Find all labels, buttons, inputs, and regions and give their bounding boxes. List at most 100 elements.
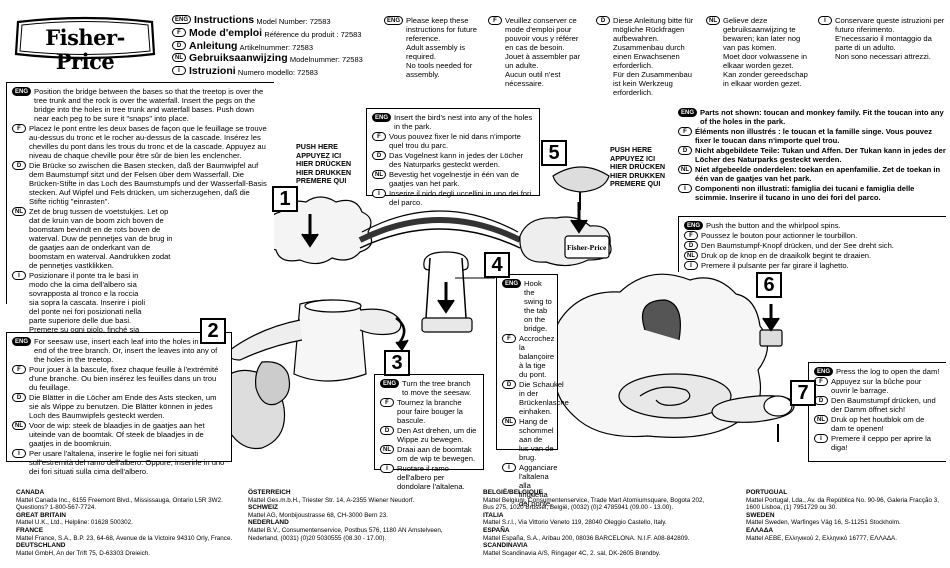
push-label: PUSH HERE (296, 142, 338, 151)
lang-badge: NL (12, 421, 26, 430)
lang-badge: NL (678, 165, 692, 174)
address-text: Mattel Ges.m.b.H., Triester Str. 14, A-2… (248, 496, 415, 504)
toy-logo-label: Fisher-Price (567, 243, 607, 252)
lang-badge: I (380, 464, 394, 473)
address-text: Mattel S.r.l., Via Vittorio Veneto 119, … (483, 519, 667, 527)
title-sub: Model Number: 72583 (256, 17, 331, 26)
lang-badge: I (372, 189, 386, 198)
lang-badge: F (380, 398, 394, 407)
step-7-text: Press the log to open the dam! (836, 367, 940, 376)
lang-badge: F (172, 27, 186, 37)
address-text: Mattel France, S.A., B.P. 23, 64-68, Ave… (16, 534, 233, 542)
lang-badge: D (502, 380, 516, 389)
lang-badge: NL (684, 251, 698, 260)
step-4-text: Hang de schommel aan de lus van de brug. (519, 417, 554, 462)
lang-badge: D (678, 146, 692, 155)
lang-badge: F (12, 124, 26, 133)
lang-badge: D (12, 393, 26, 402)
lang-badge: NL (12, 207, 26, 216)
address-country: BELGIË/BELGIQUE (483, 489, 543, 496)
lang-badge: I (814, 434, 828, 443)
lang-badge: I (12, 449, 26, 458)
address-country: DEUTSCHLAND (16, 542, 66, 550)
lang-badge: NL (502, 417, 516, 426)
address-country: NEDERLAND (248, 519, 289, 527)
address-text: Mattel B.V., Consumentenservice, Postbus… (248, 526, 443, 542)
step-2-text: Die Blätter in die Löcher am Ende des As… (29, 393, 217, 420)
push-label: HIER DRÜCKEN (296, 159, 352, 169)
title-sub: Modelnummer: 72583 (289, 55, 363, 65)
step-4-number: 4 (484, 252, 510, 278)
address-text: Mattel Portugal, Lda., Av. da República … (746, 496, 939, 512)
lang-badge: F (502, 334, 516, 343)
parts-text: Parts not shown: toucan and monkey famil… (700, 108, 944, 126)
parts-text: Éléments non illustrés : le toucan et la… (695, 127, 933, 145)
step-4-text: Die Schaukel in der Brückenlasche einhak… (519, 380, 569, 416)
step-6-text: Druk op de knop en de draaikolk begint t… (701, 251, 872, 260)
push-label: HIER DRÜCKEN (610, 162, 666, 172)
logo-shape (14, 16, 156, 60)
step-5-text: Inserire il nido degli uccellini in uno … (389, 189, 532, 207)
lang-badge: F (684, 231, 698, 240)
address-country: ÖSTERREICH (248, 489, 291, 496)
title-sub: Numero modello: 72583 (237, 68, 318, 77)
step-2-number: 2 (200, 318, 226, 344)
lang-badge: D (172, 40, 186, 50)
lang-badge: I (172, 66, 186, 75)
lang-badge: ENG (384, 16, 404, 25)
address-text: Mattel GmbH, An der Trift 75, D-63303 Dr… (16, 549, 151, 557)
lang-badge: ENG (12, 337, 32, 346)
lang-badge: D (380, 426, 394, 435)
lang-badge: D (12, 161, 26, 170)
parts-text: Niet afgebeelde onderdelen: toekan en ap… (695, 165, 941, 183)
lang-badge: I (818, 16, 832, 25)
step-5-text: Das Vogelnest kann in jedes der Löcher d… (389, 151, 524, 169)
lang-badge: I (502, 463, 516, 472)
step-7-text: Premere il ceppo per aprire la diga! (831, 434, 932, 452)
address-country: FRANCE (16, 526, 44, 534)
step-6-number: 6 (756, 272, 782, 298)
lang-badge: NL (172, 53, 186, 63)
note-text: Gelieve deze gebruiksaanwijzing te bewar… (723, 16, 808, 88)
step-4-text: Hook the swing to the tab on the bridge. (524, 279, 552, 333)
push-here-right: PUSH HERE APPUYEZ ICI HIER DRÜCKEN HIER … (610, 145, 666, 189)
lang-badge: ENG (12, 87, 32, 96)
address-country: SCANDINAVIA (483, 542, 528, 550)
step-3-text: Tournez la branche pour faire bouger la … (397, 398, 463, 425)
step-1-text: Position the bridge between the bases so… (34, 87, 264, 123)
step-5-number: 5 (541, 140, 567, 166)
lang-badge: I (678, 184, 692, 193)
